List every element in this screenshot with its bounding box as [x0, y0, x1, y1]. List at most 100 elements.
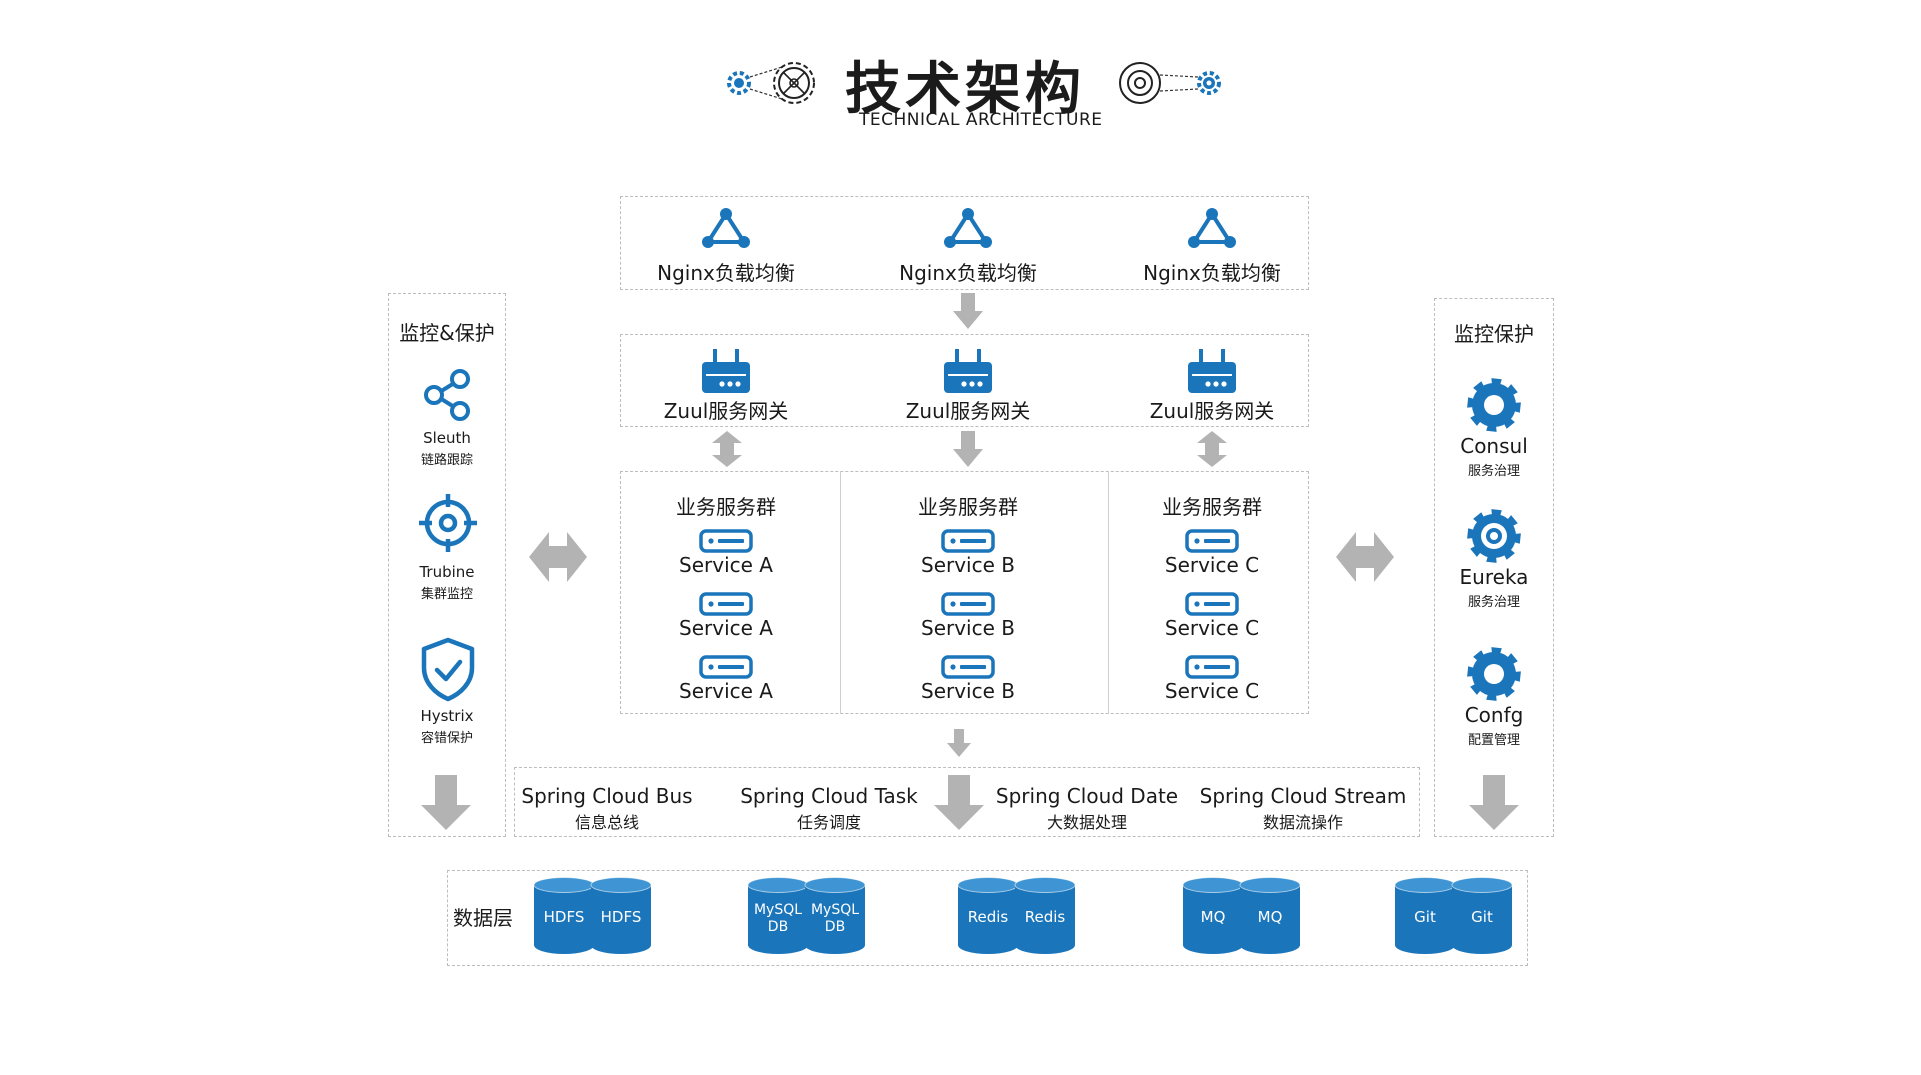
- spring-item-desc: 任务调度: [796, 813, 861, 832]
- database-cylinder-icon: [533, 877, 595, 954]
- database-cylinder-icon: [590, 877, 652, 954]
- crosshair-icon: [419, 494, 477, 552]
- share-icon: [424, 369, 470, 421]
- trubine-name: Trubine: [419, 563, 475, 581]
- spring-item-name: Spring Cloud Stream: [1199, 784, 1407, 808]
- database-cylinder-icon: [1451, 877, 1513, 954]
- left-panel-title: 监控&保护: [399, 321, 495, 345]
- trubine-desc: 集群监控: [420, 587, 473, 602]
- right-item-desc: 服务治理: [1467, 595, 1520, 610]
- server-icon: [699, 592, 753, 616]
- data-layer-title: 数据层: [453, 906, 513, 930]
- server-icon: [941, 529, 995, 553]
- spring-item-name: Spring Cloud Task: [740, 784, 918, 808]
- service-name: Service B: [921, 679, 1015, 703]
- database-label: Git: [1414, 908, 1436, 926]
- server-icon: [699, 529, 753, 553]
- arrow-down-icon: [953, 293, 983, 329]
- services-divider: [840, 472, 841, 713]
- page-subtitle: TECHNICAL ARCHITECTURE: [859, 110, 1103, 130]
- zuul-label: Zuul服务网关: [1149, 399, 1275, 423]
- service-name: Service A: [679, 616, 773, 640]
- router-icon: [1188, 349, 1236, 393]
- shield-check-icon: [421, 637, 475, 702]
- database-cylinder-icon: [957, 877, 1019, 954]
- arrow-down-icon: [947, 729, 971, 757]
- arrow-updown-icon: [712, 431, 742, 467]
- arrow-down-large-icon: [421, 775, 471, 830]
- arrow-down-large-icon: [1469, 775, 1519, 830]
- server-icon: [941, 655, 995, 679]
- router-icon: [702, 349, 750, 393]
- data-layer: [447, 870, 1528, 966]
- gear-icon: [1467, 378, 1521, 432]
- gear-icon: [1467, 509, 1521, 563]
- left-monitor-panel: [388, 293, 506, 837]
- database-label: MQ: [1200, 908, 1226, 926]
- hystrix-name: Hystrix: [420, 707, 474, 725]
- service-name: Service A: [679, 553, 773, 577]
- zuul-label: Zuul服务网关: [905, 399, 1031, 423]
- spring-item-desc: 数据流操作: [1262, 813, 1343, 832]
- database-cylinder-icon: [1182, 877, 1244, 954]
- network-triangle-icon: [702, 208, 750, 248]
- services-divider: [1108, 472, 1109, 713]
- right-monitor-panel: [1434, 298, 1554, 837]
- database-label: HDFS: [600, 908, 642, 926]
- gear-icon: [1467, 647, 1521, 701]
- page-title: 技术架构: [845, 57, 1085, 122]
- database-cylinder-icon: [1014, 877, 1076, 954]
- spring-item-desc: 大数据处理: [1046, 813, 1127, 832]
- service-name: Service B: [921, 616, 1015, 640]
- database-label: HDFS: [543, 908, 585, 926]
- database-label: MySQL DB: [753, 902, 803, 935]
- nginx-label: Nginx负载均衡: [1143, 261, 1281, 285]
- service-name: Service B: [921, 553, 1015, 577]
- nginx-label: Nginx负载均衡: [899, 261, 1037, 285]
- right-item-desc: 服务治理: [1467, 464, 1520, 479]
- right-item-name: Eureka: [1459, 565, 1529, 589]
- spring-cloud-layer: [514, 767, 1420, 837]
- server-icon: [699, 655, 753, 679]
- gears-decoration-right-icon: [1119, 62, 1221, 104]
- services-layer: [620, 471, 1309, 714]
- server-icon: [941, 592, 995, 616]
- right-item-desc: 配置管理: [1467, 733, 1520, 748]
- service-name: Service C: [1164, 553, 1260, 577]
- arrow-updown-icon: [1197, 431, 1227, 467]
- spring-item-desc: 信息总线: [574, 813, 639, 832]
- right-item-name: Confg: [1464, 703, 1524, 727]
- database-cylinder-icon: [804, 877, 866, 954]
- service-group-title: 业务服务群: [918, 495, 1018, 519]
- gears-decoration-left-icon: [727, 62, 815, 104]
- zuul-layer: [620, 334, 1309, 427]
- hystrix-desc: 容错保护: [420, 731, 473, 746]
- network-triangle-icon: [944, 208, 992, 248]
- service-name: Service C: [1164, 616, 1260, 640]
- arrow-down-large-icon: [934, 775, 984, 830]
- double-arrow-right-icon: [1336, 532, 1394, 582]
- sleuth-name: Sleuth: [423, 429, 471, 447]
- service-group-title: 业务服务群: [1162, 495, 1262, 519]
- database-label: Redis: [1024, 908, 1066, 926]
- database-label: Redis: [967, 908, 1009, 926]
- spring-item-name: Spring Cloud Bus: [521, 784, 693, 808]
- service-name: Service A: [679, 679, 773, 703]
- network-triangle-icon: [1188, 208, 1236, 248]
- router-icon: [944, 349, 992, 393]
- spring-item-name: Spring Cloud Date: [995, 784, 1179, 808]
- database-label: MySQL DB: [810, 902, 860, 935]
- database-label: Git: [1471, 908, 1493, 926]
- database-cylinder-icon: [747, 877, 809, 954]
- double-arrow-left-icon: [529, 532, 587, 582]
- right-item-name: Consul: [1460, 434, 1528, 458]
- nginx-label: Nginx负载均衡: [657, 261, 795, 285]
- database-label: MQ: [1257, 908, 1283, 926]
- server-icon: [1185, 529, 1239, 553]
- nginx-layer: [620, 196, 1309, 290]
- server-icon: [1185, 655, 1239, 679]
- zuul-label: Zuul服务网关: [663, 399, 789, 423]
- right-panel-title: 监控保护: [1454, 322, 1534, 346]
- sleuth-desc: 链路跟踪: [420, 453, 473, 468]
- service-group-title: 业务服务群: [676, 495, 776, 519]
